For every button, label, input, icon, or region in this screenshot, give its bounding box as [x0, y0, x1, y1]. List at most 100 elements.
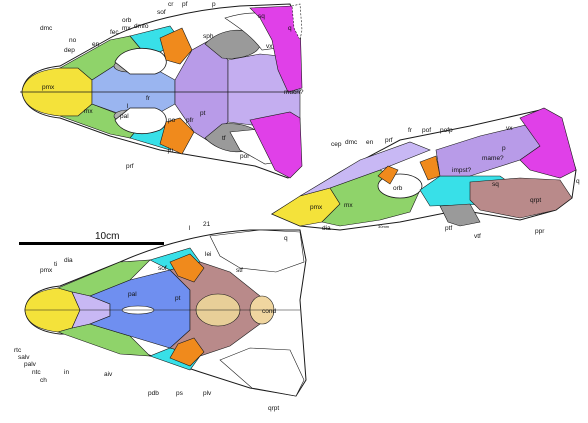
lateral-label-pof: pof	[422, 127, 431, 134]
dorsal-orbit-upper	[114, 48, 167, 75]
lateral-label-q: q	[576, 178, 580, 185]
lateral-label-vtf: vtf	[474, 233, 481, 240]
dorsal-label-en: en	[92, 41, 100, 48]
lateral-label-fr: fr	[408, 127, 413, 134]
lateral-squamosal	[519, 107, 577, 179]
ventral-label-pt: pt	[175, 295, 181, 302]
ventral-label-aiv: aiv	[104, 371, 113, 378]
lateral-prefrontal	[377, 165, 399, 185]
lateral-scale-note: 30mm	[378, 224, 390, 229]
dorsal-label-po: po	[168, 117, 176, 124]
ventral-label-salv: salv	[18, 354, 30, 361]
dorsal-label-mx: mx	[122, 25, 131, 32]
dorsal-label-fr: fr	[146, 95, 151, 102]
dorsal-label-prf: prf	[126, 163, 134, 170]
lateral-label-p: p	[502, 145, 506, 152]
dorsal-label-ju: ju	[167, 147, 173, 154]
lateral-label-sq: sq	[492, 181, 499, 188]
lateral-label-ptf: ptf	[445, 225, 452, 232]
lateral-label-cep: cep	[331, 141, 342, 148]
ventral-temporal-wing-upper	[209, 229, 305, 273]
ventral-label-pdb: pdb	[148, 390, 159, 397]
dorsal-label-orb: orb	[122, 17, 132, 24]
lateral-label-impst: impst?	[452, 167, 472, 174]
ventral-label-pal: pal	[128, 291, 137, 298]
lateral-label-vx: vx	[506, 125, 513, 132]
ventral-label-in: in	[64, 369, 69, 376]
dorsal-prefrontal-lower	[159, 117, 195, 155]
ventral-temporal-wing-lower	[219, 347, 305, 397]
dorsal-label-pfr: pfr	[186, 117, 194, 124]
ventral-label-dia: dia	[64, 257, 73, 264]
lateral-label-ppr: ppr	[535, 228, 545, 235]
lateral-label-pofp: pofp	[440, 127, 453, 134]
ventral-orange-lower	[169, 337, 205, 367]
dorsal-quadrate-upper	[291, 3, 303, 41]
ventral-skull-view	[24, 229, 307, 397]
dorsal-label-tf: tf	[222, 135, 226, 142]
ventral-label-palv: palv	[24, 361, 37, 368]
lateral-label-qrpt: qrpt	[530, 197, 541, 204]
dorsal-label-dmfo: dmfo	[134, 23, 149, 30]
lateral-label-dmc: dmc	[345, 139, 358, 146]
dorsal-label-vx: vx	[266, 43, 273, 50]
ventral-label-cond: cond	[262, 308, 276, 315]
ventral-label-lei: lei	[205, 251, 212, 258]
ventral-label-ch: ch	[40, 377, 47, 384]
lateral-vtf	[439, 203, 481, 227]
dorsal-prefrontal-upper	[159, 27, 193, 65]
dorsal-label-l: l	[127, 103, 129, 110]
dorsal-label-dep: dep	[64, 47, 75, 54]
ventral-label-ps: ps	[176, 390, 184, 397]
dorsal-skull-view	[20, 3, 303, 179]
dorsal-label-no: no	[69, 37, 77, 44]
dorsal-label-pt: pt	[200, 110, 206, 117]
ventral-label-l: l	[189, 225, 191, 232]
dorsal-squamosal-lower	[249, 111, 303, 179]
ventral-label-qrpt: qrpt	[268, 405, 279, 412]
lateral-label-dia: dia	[322, 225, 331, 232]
lateral-nasal	[299, 141, 431, 197]
lateral-label-en: en	[366, 139, 374, 146]
lateral-label-orb: orb	[393, 185, 403, 192]
ventral-label-rtc: rtc	[14, 347, 22, 354]
lateral-skull-view	[270, 107, 577, 231]
lateral-quadratojugal	[469, 177, 573, 219]
dorsal-label-q: q	[288, 25, 292, 32]
dorsal-labels: dmc no dep en fec orb mx dmfo sof cr pf …	[40, 1, 304, 170]
dorsal-label-pmx: pmx	[42, 84, 55, 91]
lateral-label-pmx: pmx	[310, 204, 323, 211]
scale-bar-line	[19, 242, 164, 245]
dorsal-label-much: much?	[284, 89, 304, 96]
lateral-label-mame: mame?	[482, 155, 504, 162]
dorsal-label-p: p	[212, 1, 216, 8]
dorsal-label-sof: sof	[157, 9, 166, 16]
dorsal-label-pal: pal	[120, 113, 129, 120]
dorsal-label-cr: cr	[168, 1, 174, 8]
lateral-label-mx: mx	[344, 202, 353, 209]
scale-bar: 10cm	[19, 231, 164, 245]
ventral-labels: l 21 pmx ti dia lei sof stf q pal pt con…	[14, 221, 288, 412]
dorsal-label-por: por	[240, 153, 250, 160]
scale-bar-label: 10cm	[95, 231, 119, 242]
dorsal-orbit-lower	[114, 107, 167, 134]
ventral-label-plv: plv	[203, 390, 212, 397]
ventral-label-21: 21	[203, 221, 211, 228]
ventral-orange-upper	[169, 253, 205, 283]
ventral-label-ti: ti	[54, 261, 57, 268]
ventral-label-ntc: ntc	[32, 369, 41, 376]
ventral-label-pmx: pmx	[40, 267, 53, 274]
dorsal-label-mx2: mx	[84, 108, 93, 115]
dorsal-label-sph: sph	[203, 33, 214, 40]
lateral-label-prf: prf	[385, 137, 393, 144]
dorsal-label-fec: fec	[110, 29, 119, 36]
dorsal-label-dmc: dmc	[40, 25, 53, 32]
dorsal-label-sq: sq	[258, 13, 265, 20]
ventral-label-stf: stf	[236, 267, 243, 274]
lateral-labels: cep dmc en fr pof pofp vx p mame? impst?…	[310, 125, 580, 240]
ventral-label-q: q	[284, 235, 288, 242]
ventral-label-sof: sof	[158, 265, 167, 272]
dorsal-label-pf: pf	[182, 1, 188, 8]
